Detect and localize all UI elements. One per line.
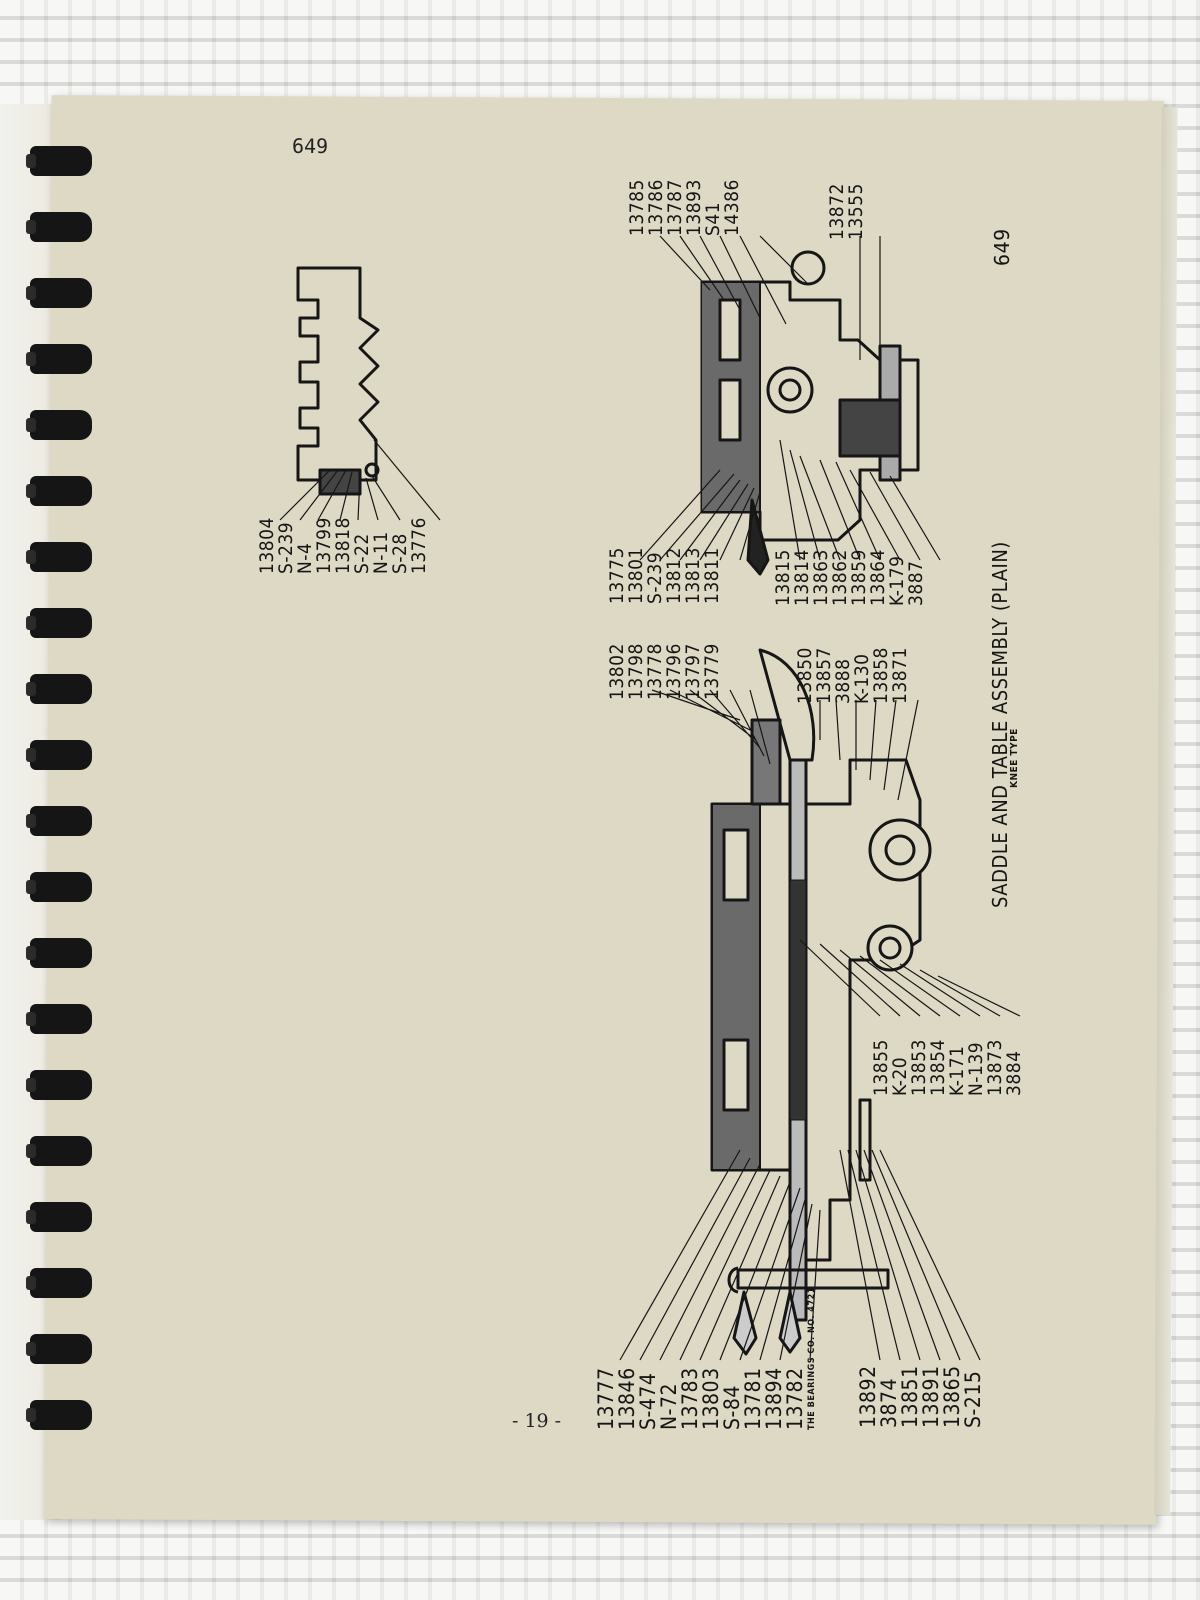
tslot-section — [296, 266, 380, 482]
label-group-top-right-b: 13872 13555 — [826, 183, 867, 240]
part-label: 3874 — [877, 1377, 901, 1428]
label-group-bottom-right: 13892 3874 13851 13891 13865 S-215 — [856, 1365, 985, 1428]
label-group-bottom-left: 13777 13846 S-474 N-72 13783 13803 S-84 … — [594, 1287, 817, 1430]
drawing-title: SADDLE AND TABLE ASSEMBLY (PLAIN) — [988, 541, 1012, 908]
part-label: 13776 — [408, 517, 430, 574]
part-label: 3884 — [1003, 1050, 1025, 1097]
part-label: 13783 — [678, 1367, 702, 1430]
label-group-small: 13804 S-239 N-4 13799 13818 S-22 N-11 S-… — [256, 517, 430, 574]
part-label: 13811 — [701, 547, 723, 604]
part-label: S-215 — [961, 1370, 985, 1428]
page-number-side: 649 — [990, 228, 1014, 266]
spiral-binding — [26, 140, 102, 1460]
label-group-upper-left: 13802 13798 13778 13796 13797 13779 — [606, 643, 723, 700]
label-group-top-right-a: 13785 13786 13787 13893 S41 14386 — [626, 179, 743, 236]
part-label: 13851 — [898, 1365, 922, 1428]
part-label: 13777 — [594, 1367, 618, 1430]
part-label: N-72 — [657, 1383, 681, 1430]
label-group-lower-mid: 13855 K-20 13853 13854 K-171 N-139 13873… — [870, 1039, 1025, 1097]
part-label: 13865 — [940, 1365, 964, 1428]
label-group-upper-mid: 13850 13857 3888 K-130 13858 13871 — [794, 647, 911, 704]
part-label: 3887 — [905, 560, 927, 607]
page-number-top: 649 — [291, 133, 329, 159]
label-group-mid-b: 13815 13814 13863 13862 13859 13864 K-17… — [772, 549, 927, 607]
part-label: 13555 — [845, 183, 867, 240]
part-label: 13892 — [856, 1365, 880, 1428]
part-label: 13803 — [699, 1367, 723, 1430]
folio: - 19 - — [512, 1410, 562, 1432]
bearings-note: THE BEARINGS CO. NO. 4721 — [807, 1287, 817, 1430]
part-label: 13894 — [762, 1367, 786, 1430]
label-group-mid-a: 13775 13801 S-239 13812 13813 13811 — [606, 547, 723, 604]
drawing-title-block: SADDLE AND TABLE ASSEMBLY (PLAIN) KNEE T… — [988, 541, 1020, 908]
part-label: 13779 — [701, 643, 723, 700]
part-label: S-84 — [720, 1385, 744, 1430]
part-label: S-474 — [636, 1372, 660, 1430]
part-label: 13846 — [615, 1367, 639, 1430]
part-label: 13871 — [889, 647, 911, 704]
part-label: 13891 — [919, 1365, 943, 1428]
part-label: 14386 — [721, 179, 743, 236]
part-label: 13781 — [741, 1367, 765, 1430]
part-label: 13782 — [783, 1367, 807, 1430]
